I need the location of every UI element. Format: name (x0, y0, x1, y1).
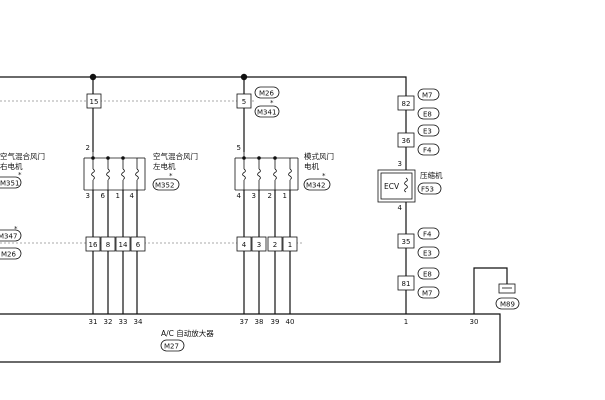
mode-door-label-1: 模式风门 (304, 151, 334, 161)
ecv-label: ECV (384, 182, 400, 191)
pin-mid-c: 2 (268, 192, 272, 200)
connector-m352: M352 (155, 182, 174, 190)
amplifier-box (0, 313, 501, 363)
compressor-box (377, 169, 416, 203)
amp-pin-32: 32 (104, 318, 113, 326)
compressor-label: 压缩机 (420, 170, 443, 180)
star-marker: * (18, 171, 22, 179)
star-marker: * (14, 225, 18, 233)
connector-m89: M89 (500, 301, 515, 309)
amp-pin-33: 33 (119, 318, 128, 326)
pin-mm-3: 3 (257, 241, 261, 249)
connector-f4-top: F4 (423, 147, 432, 155)
connector-m7-bottom: M7 (422, 290, 433, 298)
ecv-coil-icon (404, 177, 408, 193)
pin-8: 8 (106, 241, 110, 249)
pin-35: 35 (402, 238, 411, 246)
connector-m347-left: M347 (0, 233, 17, 241)
pin-block-36 (397, 132, 415, 148)
pin-mid-b: 3 (252, 192, 256, 200)
pin-block-15 (86, 93, 102, 109)
air-mix-left-motor (83, 152, 146, 191)
connector-m27: M27 (164, 343, 179, 351)
pin-block-35 (397, 233, 415, 249)
air-mix-right-label-1: 空气混合风门 (0, 151, 45, 161)
mode-door-motor (234, 152, 299, 191)
pin-block-82 (397, 95, 415, 111)
amp-pin-31: 31 (89, 318, 98, 326)
amp-pin-40: 40 (286, 318, 295, 326)
pin-81: 81 (402, 280, 411, 288)
connector-m26-left: M26 (1, 251, 16, 259)
connector-m341: M341 (257, 109, 276, 117)
pin-4-comp: 4 (398, 204, 403, 212)
air-mix-left-label-2: 左电机 (153, 161, 176, 171)
pin-left-d: 4 (130, 192, 135, 200)
star-marker: * (169, 172, 173, 180)
pin-5-top: 5 (242, 98, 246, 106)
pin-block-mid-mid (236, 236, 298, 252)
connector-e3-top: E3 (423, 128, 432, 136)
pin-left-c: 1 (116, 192, 120, 200)
pin-36: 36 (402, 137, 411, 145)
amp-pin-37: 37 (240, 318, 249, 326)
connector-f53: F53 (421, 186, 434, 194)
pin-left-a: 3 (86, 192, 90, 200)
pin-block-left-mid (85, 236, 146, 252)
pin-left-b: 6 (101, 192, 106, 200)
pin-16: 16 (89, 241, 98, 249)
amp-pin-39: 39 (271, 318, 280, 326)
ground-wire (473, 267, 508, 314)
connector-m26-top: M26 (259, 90, 274, 98)
star-marker: * (322, 172, 326, 180)
pin-mm-4: 4 (242, 241, 247, 249)
ground-symbol (498, 283, 516, 294)
pin-15: 15 (90, 98, 99, 106)
pin-6: 6 (136, 241, 141, 249)
connector-e8-bottom: E8 (423, 271, 432, 279)
connector-e3-bottom: E3 (423, 250, 432, 258)
air-mix-left-label-1: 空气混合风门 (153, 151, 198, 161)
connector-f4-bottom: F4 (423, 231, 432, 239)
amp-pin-1: 1 (404, 318, 408, 326)
amp-pin-38: 38 (255, 318, 264, 326)
amp-pin-30: 30 (470, 318, 479, 326)
connector-e8-top: E8 (423, 111, 432, 119)
air-mix-right-label-2: 右电机 (0, 161, 23, 171)
pin-2: 2 (86, 144, 90, 152)
connector-m351: M351 (0, 180, 19, 188)
pin-mid-d: 1 (283, 192, 287, 200)
pin-mid-a: 4 (237, 192, 242, 200)
star-marker: * (270, 99, 274, 107)
pin-82: 82 (402, 100, 411, 108)
amp-pin-34: 34 (134, 318, 143, 326)
pin-14: 14 (119, 241, 128, 249)
connector-m7-top: M7 (422, 92, 433, 100)
pin-5-common: 5 (237, 144, 241, 152)
power-bus (0, 76, 407, 314)
connector-m342: M342 (306, 182, 325, 190)
pin-block-81 (397, 275, 415, 291)
pin-mm-2: 2 (273, 241, 277, 249)
amplifier-label: A/C 自动放大器 (161, 328, 214, 338)
pin-3-comp: 3 (398, 160, 402, 168)
pin-mm-1: 1 (288, 241, 292, 249)
mode-door-label-2: 电机 (304, 161, 319, 171)
